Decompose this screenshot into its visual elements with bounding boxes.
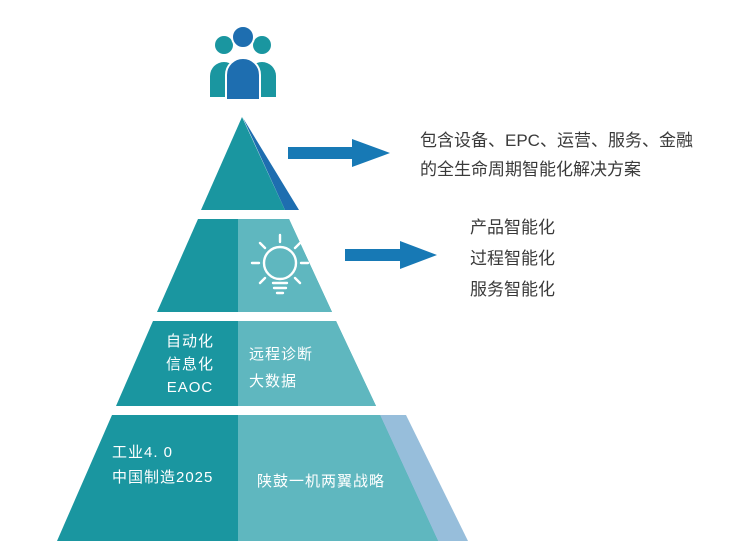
tier3-left-label: 自动化 信息化 EAOC — [142, 330, 238, 399]
tier3-right-label: 远程诊断 大数据 — [249, 341, 313, 395]
lightbulb-globe — [262, 245, 298, 281]
tier1-side-edge — [243, 118, 299, 210]
tier3-left-line3: EAOC — [166, 379, 214, 396]
pyramid — [57, 117, 468, 541]
tier3-front-right — [238, 321, 376, 406]
lightbulb-rays — [250, 233, 310, 285]
annotation-intelligence-line1: 产品智能化 — [470, 218, 555, 237]
annotation-intelligence: 产品智能化 过程智能化 服务智能化 — [470, 212, 555, 305]
arrows — [288, 139, 437, 269]
tier4-left-line1: 工业4. 0 — [112, 444, 174, 461]
arrow-right-top-icon — [288, 139, 390, 167]
person-right-head — [253, 36, 271, 54]
tier3-left-line1: 自动化 — [165, 333, 214, 350]
tier2-front-right — [238, 219, 332, 312]
tier3-right-line2: 大数据 — [249, 373, 298, 390]
tier1-front — [201, 117, 285, 210]
person-center-head — [231, 25, 255, 49]
annotation-lifecycle: 包含设备、EPC、运营、服务、金融 的全生命周期智能化解决方案 — [420, 126, 693, 184]
lightbulb-base — [271, 281, 289, 295]
tier3-left-line2: 信息化 — [165, 356, 214, 373]
annotation-lifecycle-line1: 包含设备、EPC、运营、服务、金融 — [420, 131, 693, 150]
arrow-right-mid-icon — [345, 241, 437, 269]
tier4-right-label: 陕鼓一机两翼战略 — [257, 470, 385, 491]
tier4-right-line1: 陕鼓一机两翼战略 — [257, 473, 386, 490]
people-group-icon — [210, 25, 276, 101]
tier4-base-edge — [380, 415, 468, 541]
lightbulb-icon — [250, 233, 310, 295]
annotation-lifecycle-line2: 的全生命周期智能化解决方案 — [420, 160, 641, 179]
person-left-head — [215, 36, 233, 54]
annotation-intelligence-line3: 服务智能化 — [470, 280, 555, 299]
tier4-front-right — [238, 415, 438, 541]
tier4-left-label: 工业4. 0 中国制造2025 — [112, 440, 213, 490]
tier4-left-line2: 中国制造2025 — [112, 469, 214, 486]
tier3-right-line1: 远程诊断 — [249, 346, 314, 363]
person-center-body — [225, 57, 261, 101]
annotation-intelligence-line2: 过程智能化 — [470, 249, 555, 268]
